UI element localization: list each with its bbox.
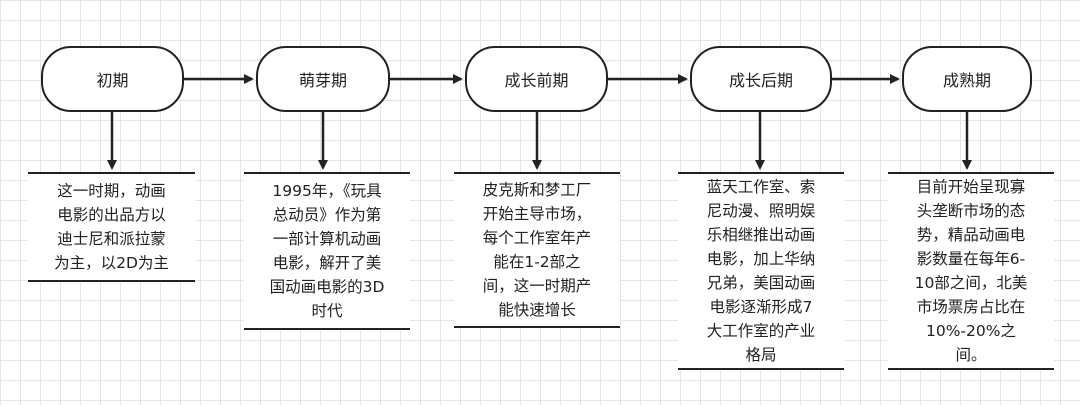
- stage-label: 成长后期: [728, 71, 793, 90]
- description-line: 每个工作室年产: [482, 229, 592, 247]
- description-line: 国动画电影的3D: [269, 278, 385, 296]
- description-line: 这一时期，动画: [57, 182, 166, 200]
- description-line: 能在1-2部之: [493, 253, 581, 271]
- description-line: 格局: [745, 346, 777, 364]
- description-line: 电影逐渐形成7: [709, 298, 813, 316]
- stage-label: 初期: [96, 71, 129, 90]
- description-line: 时代: [311, 302, 343, 320]
- stage-initial: 初期: [41, 46, 184, 112]
- description-line: 迪士尼和派拉蒙: [57, 230, 166, 248]
- stage-early-growth: 成长前期: [465, 46, 608, 112]
- description-line: 间，这一时期产: [482, 277, 592, 295]
- description-mature: 目前开始呈现寡 头垄断市场的态 势，精品动画电 影数量在每年6- 10部之间，北…: [888, 172, 1054, 370]
- stage-late-growth: 成长后期: [690, 46, 832, 112]
- stage-label: 成熟期: [942, 71, 991, 90]
- description-line: 兄弟，美国动画: [706, 274, 816, 292]
- description-line: 市场票房占比在: [916, 298, 1026, 316]
- description-line: 目前开始呈现寡: [916, 178, 1026, 196]
- description-line: 皮克斯和梦工厂: [482, 181, 592, 199]
- description-line: 开始主导市场，: [482, 205, 592, 223]
- description-line: 尼动漫、照明娱: [706, 202, 816, 220]
- description-line: 电影的出品方以: [57, 206, 166, 224]
- description-line: 势，精品动画电: [916, 226, 1026, 244]
- stage-mature: 成熟期: [902, 46, 1032, 112]
- description-line: 乐相继推出动画: [706, 226, 816, 244]
- description-line: 总动员》作为第: [272, 206, 382, 224]
- stage-label: 成长前期: [504, 71, 569, 90]
- description-line: 大工作室的产业: [706, 322, 816, 340]
- description-line: 为主，以2D为主: [54, 254, 169, 272]
- description-line: 能快速增长: [498, 301, 576, 319]
- description-initial: 这一时期，动画 电影的出品方以 迪士尼和派拉蒙 为主，以2D为主: [28, 172, 195, 282]
- description-line: 影数量在每年6-: [916, 250, 1026, 268]
- description-late-growth: 蓝天工作室、索 尼动漫、照明娱 乐相继推出动画 电影，加上华纳 兄弟，美国动画 …: [678, 172, 844, 370]
- stage-label: 萌芽期: [298, 71, 347, 90]
- stage-budding: 萌芽期: [256, 46, 390, 112]
- description-line: 10部之间，北美: [914, 274, 1028, 292]
- description-line: 1995年，《玩具: [272, 182, 382, 200]
- description-early-growth: 皮克斯和梦工厂 开始主导市场， 每个工作室年产 能在1-2部之 间，这一时期产 …: [454, 172, 620, 328]
- description-line: 10%-20%之: [925, 322, 1016, 340]
- description-line: 间。: [955, 346, 987, 364]
- description-line: 头垄断市场的态: [916, 202, 1026, 220]
- description-budding: 1995年，《玩具 总动员》作为第 一部计算机动画 电影，解开了美 国动画电影的…: [244, 172, 410, 330]
- description-line: 蓝天工作室、索: [706, 178, 816, 196]
- description-line: 电影，加上华纳: [706, 250, 816, 268]
- description-line: 电影，解开了美: [272, 254, 382, 272]
- description-line: 一部计算机动画: [272, 230, 382, 248]
